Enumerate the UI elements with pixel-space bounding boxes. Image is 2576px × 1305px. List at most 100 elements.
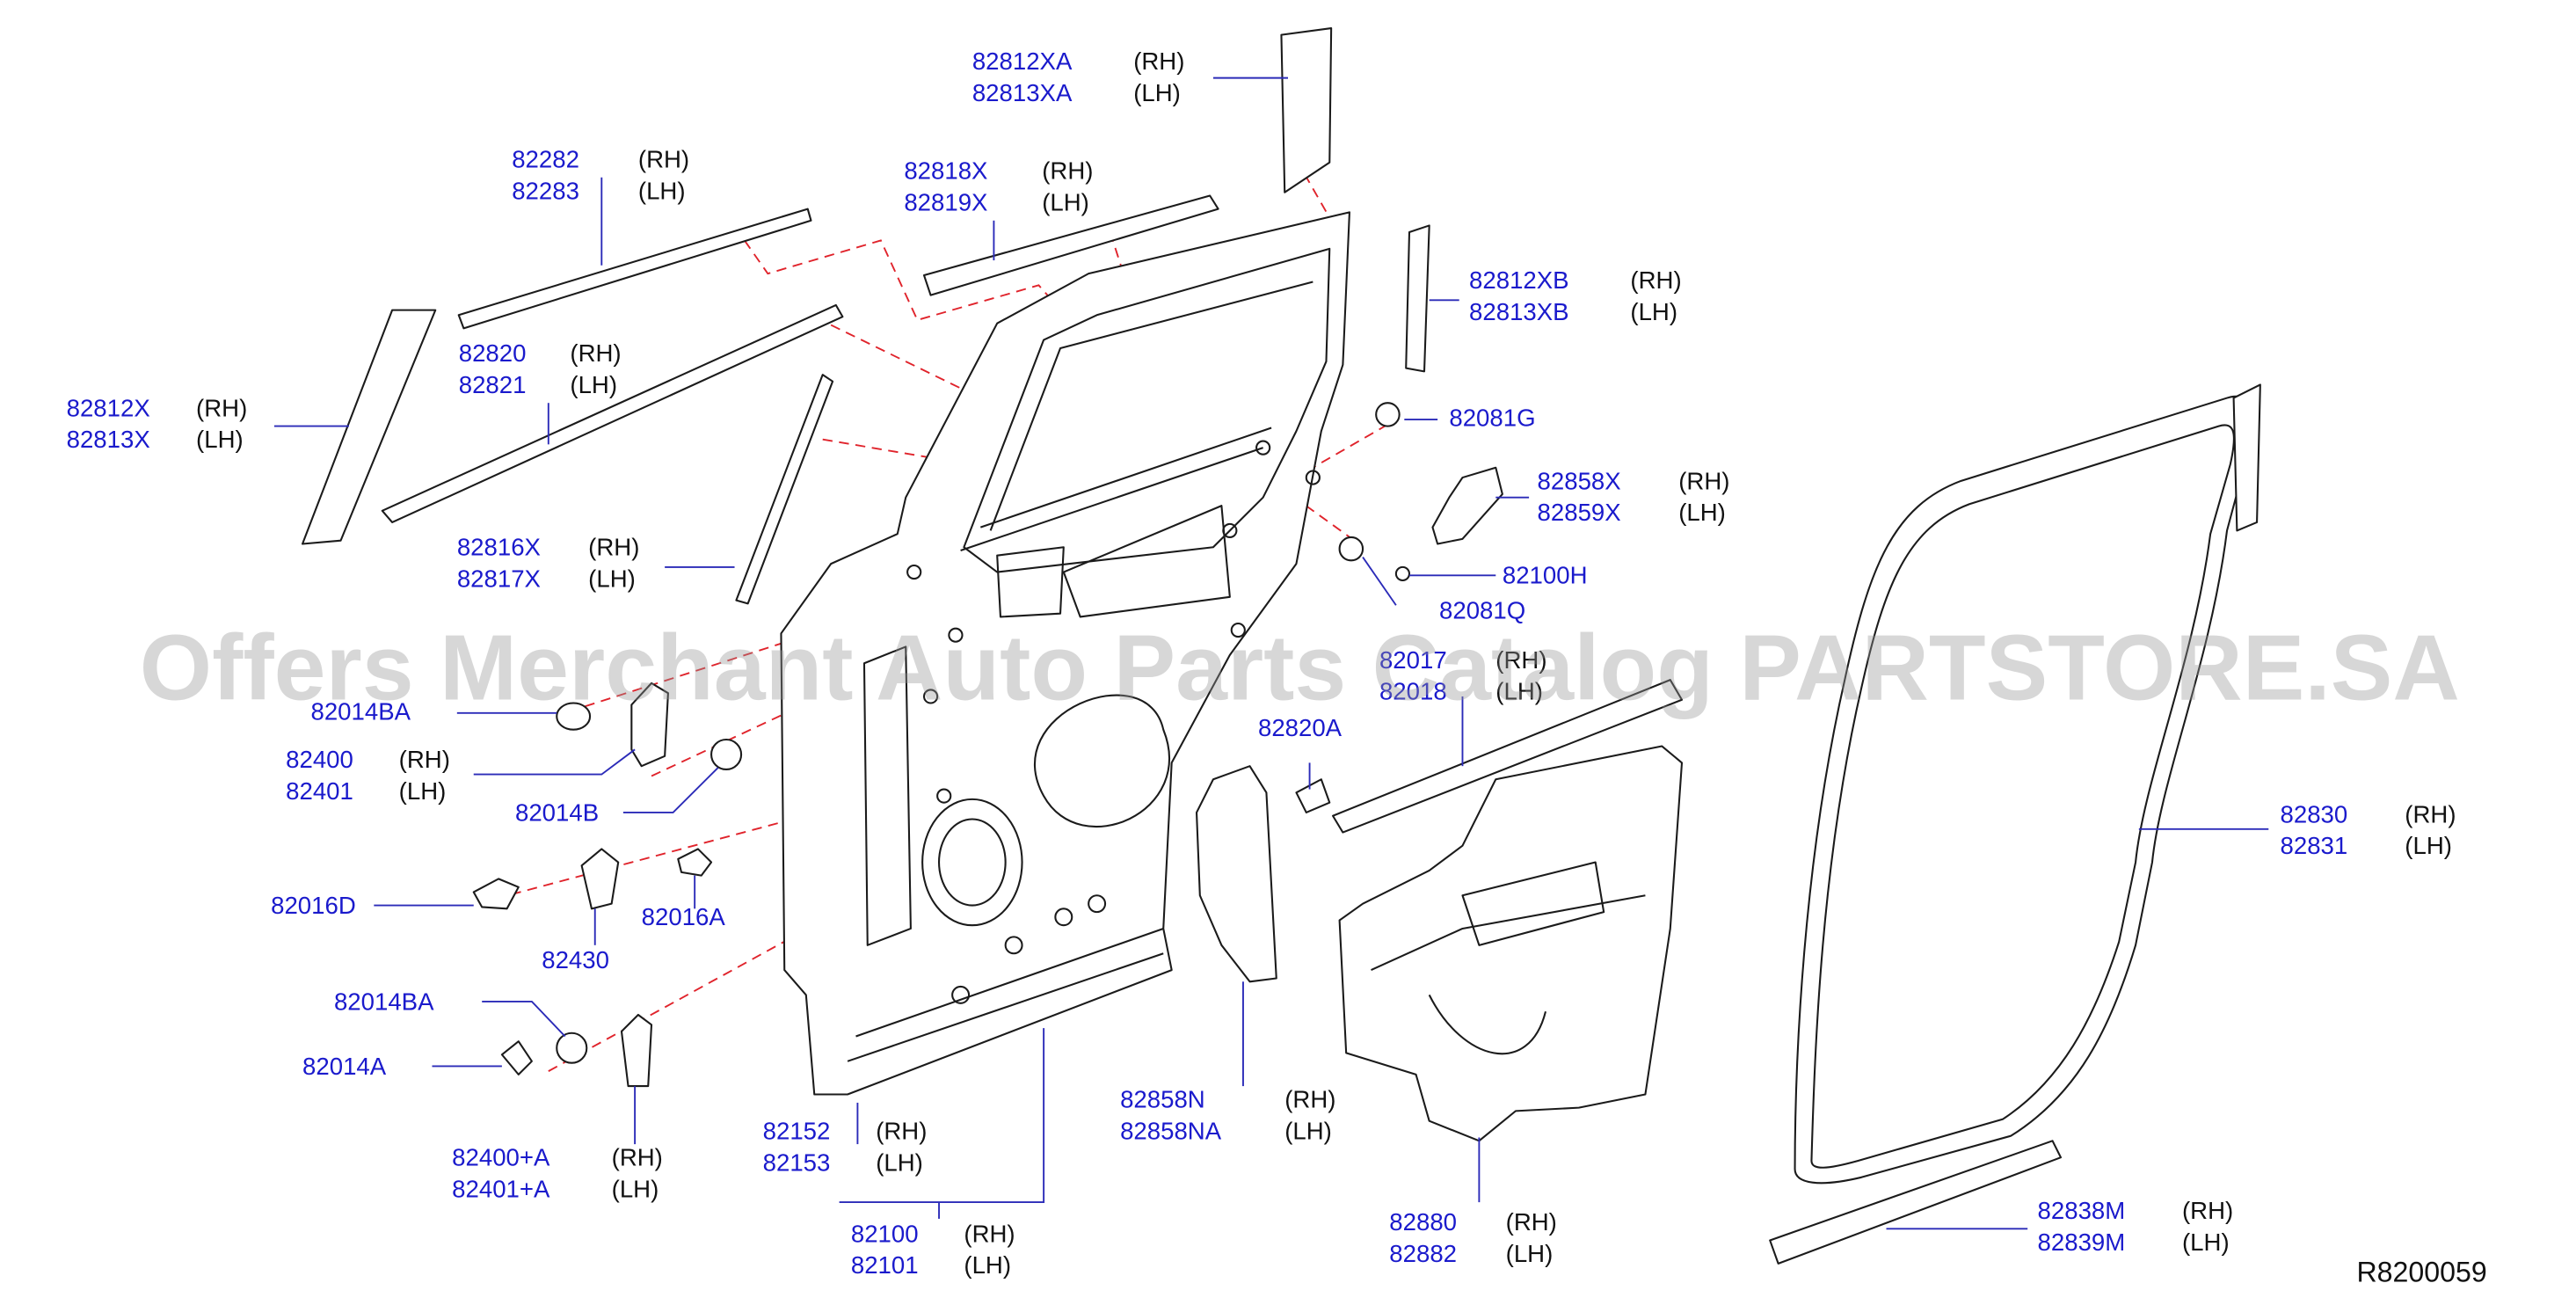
- bolt-82014A: [500, 1040, 533, 1075]
- part-number[interactable]: 82820: [458, 341, 527, 368]
- side-label-lh: (LH): [196, 427, 244, 455]
- bolt-82016D: [472, 878, 520, 910]
- side-label-lh: (LH): [964, 1253, 1012, 1280]
- part-number[interactable]: 82016D: [271, 893, 356, 921]
- bracket-82858X: [1431, 466, 1503, 545]
- clip-82100H: [1394, 565, 1411, 582]
- side-label-lh: (LH): [570, 373, 618, 400]
- hinge-82400: [630, 682, 669, 768]
- check-link-82430: [580, 848, 620, 910]
- hardware: [472, 402, 1411, 1088]
- side-label-rh: (RH): [1630, 268, 1682, 295]
- part-number[interactable]: 82820A: [1257, 716, 1343, 743]
- side-label-rh: (RH): [2405, 802, 2456, 829]
- side-label-lh: (LH): [611, 1177, 659, 1204]
- part-number[interactable]: 82282: [512, 147, 579, 174]
- side-label-rh: (RH): [876, 1119, 928, 1146]
- part-number[interactable]: 82819X: [904, 190, 988, 218]
- side-label-rh: (RH): [964, 1221, 1015, 1249]
- part-number[interactable]: 82081Q: [1439, 598, 1526, 625]
- pillar-finisher-82812XA: [1280, 27, 1333, 193]
- part-number[interactable]: 82858N: [1120, 1087, 1205, 1115]
- grommet-82081Q: [1338, 536, 1364, 562]
- part-number[interactable]: 82017: [1379, 648, 1447, 675]
- side-label-rh: (RH): [570, 341, 622, 368]
- part-number[interactable]: 82813X: [66, 427, 150, 455]
- side-label-rh: (RH): [1133, 49, 1185, 77]
- part-number[interactable]: 82858NA: [1120, 1119, 1222, 1146]
- part-number[interactable]: 82817X: [456, 566, 541, 594]
- part-number[interactable]: 82283: [512, 179, 579, 206]
- part-number[interactable]: 82858X: [1537, 469, 1621, 496]
- part-number[interactable]: 82839M: [2037, 1230, 2126, 1258]
- part-number[interactable]: 82813XB: [1469, 300, 1569, 327]
- side-label-lh: (LH): [1505, 1242, 1554, 1269]
- side-label-rh: (RH): [1678, 469, 1730, 496]
- clip-82820A: [1295, 778, 1331, 814]
- part-number[interactable]: 82812X: [66, 396, 150, 423]
- side-label-rh: (RH): [1495, 648, 1547, 675]
- part-number[interactable]: 82830: [2280, 802, 2348, 829]
- part-number[interactable]: 82101: [850, 1253, 919, 1280]
- side-label-rh: (RH): [1284, 1087, 1336, 1115]
- part-number[interactable]: 82400: [286, 747, 353, 775]
- side-label-rh: (RH): [611, 1145, 663, 1173]
- part-number[interactable]: 82014BA: [310, 699, 411, 726]
- part-number[interactable]: 82882: [1389, 1242, 1458, 1269]
- side-label-lh: (LH): [1678, 500, 1726, 528]
- side-label-lh: (LH): [1630, 300, 1678, 327]
- part-number[interactable]: 82880: [1389, 1210, 1458, 1237]
- side-label-lh: (LH): [2405, 834, 2452, 861]
- nut-82014B: [710, 738, 743, 770]
- part-number[interactable]: 82401+A: [452, 1177, 550, 1204]
- part-number[interactable]: 82018: [1379, 680, 1447, 707]
- part-number[interactable]: 82400+A: [452, 1145, 550, 1173]
- part-number[interactable]: 82100H: [1502, 564, 1588, 591]
- part-number[interactable]: 82152: [762, 1119, 831, 1146]
- window-mouldings: [301, 27, 1430, 605]
- part-number[interactable]: 82831: [2280, 834, 2348, 861]
- part-number[interactable]: 82859X: [1537, 500, 1621, 528]
- part-number[interactable]: 82081G: [1449, 405, 1536, 434]
- side-label-rh: (RH): [588, 536, 640, 563]
- part-number[interactable]: 82818X: [904, 159, 988, 186]
- part-number[interactable]: 82014BA: [333, 989, 434, 1017]
- part-number[interactable]: 82401: [286, 779, 353, 806]
- nut-82014BA-lower: [556, 1032, 588, 1064]
- trim-panel-82880: [1338, 745, 1684, 1142]
- door-panel: [780, 211, 1350, 1096]
- side-label-rh: (RH): [1505, 1210, 1557, 1237]
- hinge-82400A: [620, 1013, 653, 1088]
- part-number[interactable]: 82100: [850, 1221, 919, 1249]
- panel-82858N: [1195, 765, 1277, 983]
- side-label-lh: (LH): [1133, 81, 1181, 108]
- part-number[interactable]: 82014B: [515, 800, 600, 827]
- side-label-lh: (LH): [1495, 680, 1543, 707]
- part-number[interactable]: 82838M: [2037, 1199, 2126, 1226]
- part-number[interactable]: 82153: [762, 1150, 831, 1177]
- pillar-finisher-82812XB: [1405, 224, 1430, 373]
- part-number[interactable]: 82430: [542, 948, 609, 975]
- bolt-82016A: [677, 848, 713, 877]
- weatherstrip-82830: [1794, 395, 2253, 1185]
- part-number[interactable]: 82816X: [456, 536, 541, 563]
- side-label-lh: (LH): [2181, 1230, 2230, 1258]
- part-number[interactable]: 82812XA: [971, 49, 1073, 77]
- side-label-rh: (RH): [398, 747, 450, 775]
- diagram-reference: R8200059: [2356, 1257, 2487, 1289]
- belt-moulding-82820: [381, 303, 844, 524]
- part-number[interactable]: 82812XB: [1469, 268, 1569, 295]
- part-number[interactable]: 82016A: [641, 905, 725, 932]
- part-number[interactable]: 82014A: [302, 1054, 387, 1082]
- part-number[interactable]: 82821: [458, 373, 527, 400]
- side-label-lh: (LH): [637, 179, 686, 206]
- strip-82017: [1331, 679, 1684, 834]
- leader-lines: [273, 77, 2269, 1230]
- side-label-rh: (RH): [1042, 159, 1094, 186]
- sill-82838M: [1769, 1140, 2063, 1265]
- part-number[interactable]: 82813XA: [971, 81, 1073, 108]
- side-label-rh: (RH): [637, 147, 690, 174]
- side-label-lh: (LH): [1284, 1119, 1332, 1146]
